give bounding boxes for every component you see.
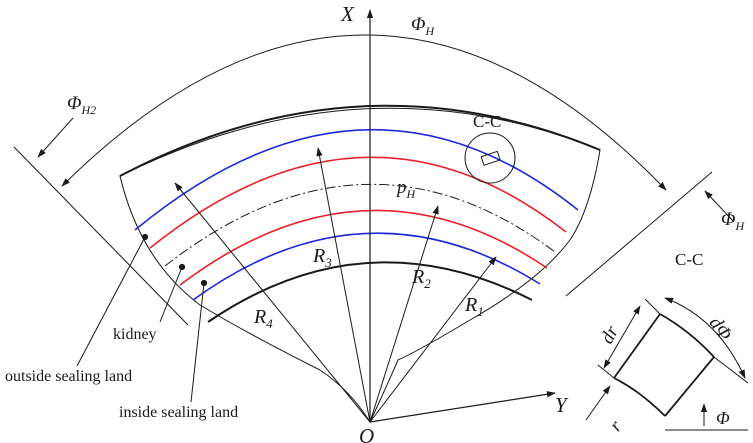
detail-element [613,313,715,417]
phi-h2-leader-arrow [37,117,74,158]
phi-h-dimension-arc [61,34,667,191]
outside-sealing-land-label: outside sealing land [5,368,132,385]
phi-h-right-label: ΦH [721,209,745,233]
outer-plate-arc [119,104,601,177]
radius-r1-label: R1 [464,294,484,319]
section-callout-circle [464,132,516,184]
radius-r4-label: R4 [253,306,273,331]
detail-r-label: r [605,416,626,435]
inside-sealing-land-leader [190,282,205,403]
radius-r2-label: R2 [411,266,431,291]
origin-label: O [359,424,374,443]
inner-plate-arc [207,261,533,323]
phi-h-label: ΦH [411,14,435,38]
plate-outline [119,107,601,424]
radius-r3-label: R3 [312,245,332,270]
pitch-circle-dashdot [164,183,556,267]
detail-dphi-label: dΦ [705,313,736,345]
phi-h-right-leader-arrow [704,190,735,223]
kidney-leader [159,266,183,323]
inner-red-arc [179,209,548,286]
left-boundary-line [13,146,189,326]
outside-sealing-land-leader [76,236,146,367]
section-callout-label: C-C [473,112,501,131]
section-callout-element [480,150,501,166]
right-boundary-line [565,171,713,297]
y-axis-line [369,391,556,423]
radius-r2-arrow [369,205,439,423]
detail-dr-extension-top [644,298,661,315]
radius-r3-arrow [316,147,371,423]
detail-dphi-dimension [664,297,746,379]
inside-sealing-land-label: inside sealing land [119,404,238,421]
detail-phi-label: Φ [716,408,730,428]
outer-blue-arc [134,128,579,231]
radius-r4-arrow [174,182,371,423]
detail-dr-label: dr [597,322,624,347]
detail-dphi-extension [713,356,749,384]
y-axis-label: Y [555,393,569,417]
detail-dr-dimension [603,305,641,369]
radius-r1-arrow [369,256,497,423]
detail-dr-extension-bottom [597,364,615,379]
detail-r-arrow [585,385,611,421]
x-axis-label: X [340,2,355,26]
pressure-label: pH [395,177,417,201]
phi-h2-label: ΦH2 [67,93,96,117]
detail-title: C-C [675,250,703,269]
outer-red-arc [149,156,567,249]
kidney-label: kidney [113,326,157,343]
